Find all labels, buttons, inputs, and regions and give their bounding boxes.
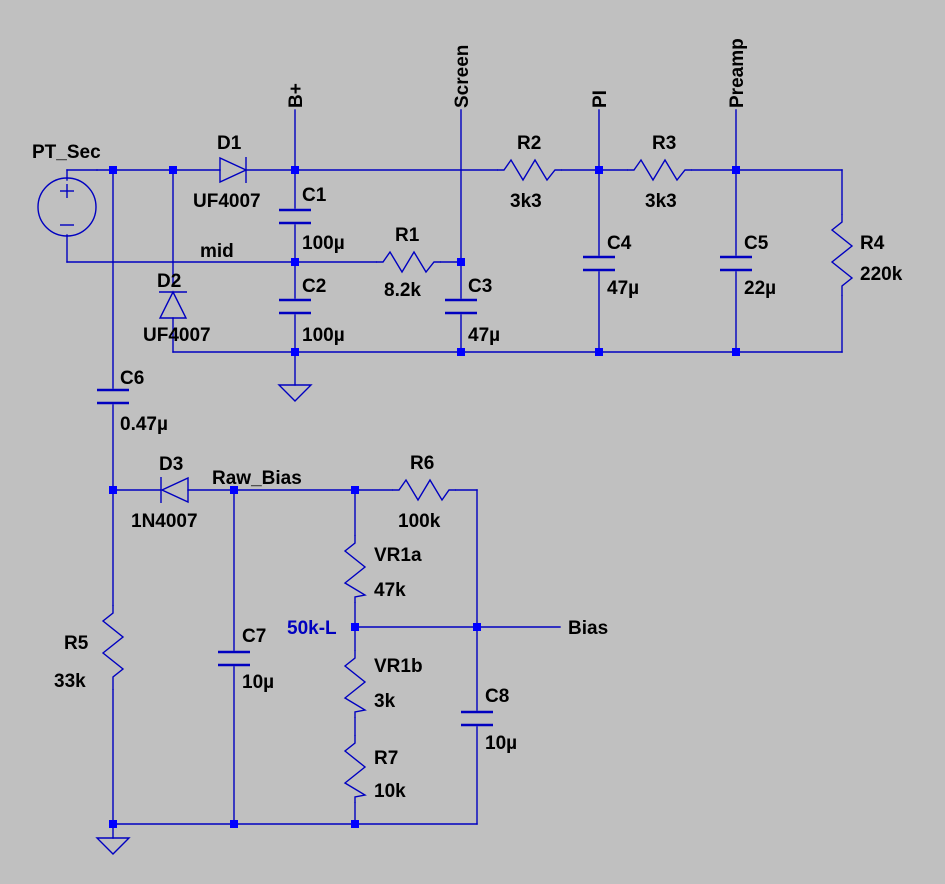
resistor-r5 — [101, 605, 125, 690]
r1-name: R1 — [395, 225, 420, 246]
resistor-r2 — [497, 158, 562, 182]
vr1b-name: VR1b — [374, 656, 423, 677]
r6-name: R6 — [410, 453, 434, 474]
net-label-pi: PI — [590, 90, 611, 108]
diode-d2 — [158, 290, 188, 319]
c1-name: C1 — [302, 185, 327, 206]
r6-value: 100k — [398, 511, 441, 532]
c8-name: C8 — [485, 686, 509, 707]
resistor-r1 — [376, 250, 441, 274]
r3-name: R3 — [652, 133, 676, 154]
d1-value: UF4007 — [193, 191, 261, 212]
r7-value: 10k — [374, 781, 406, 802]
c3-name: C3 — [468, 276, 492, 297]
c7-name: C7 — [242, 626, 266, 647]
resistor-r6 — [392, 478, 456, 502]
resistor-r3 — [627, 158, 692, 182]
c7-value: 10µ — [242, 672, 274, 693]
c3-value: 47µ — [468, 325, 500, 346]
c2-name: C2 — [302, 276, 326, 297]
pot-label: 50k-L — [287, 618, 337, 639]
capacitor-c8 — [461, 710, 493, 727]
net-label-raw-bias: Raw_Bias — [212, 468, 302, 489]
r4-value: 220k — [860, 264, 903, 285]
resistor-vr1a — [343, 535, 367, 603]
net-label-bplus: B+ — [286, 83, 307, 108]
c8-value: 10µ — [485, 733, 517, 754]
c6-value: 0.47µ — [120, 414, 168, 435]
c5-value: 22µ — [744, 278, 776, 299]
wires — [66, 109, 843, 839]
d1-name: D1 — [217, 133, 242, 154]
c1-value: 100µ — [302, 233, 345, 254]
r4-name: R4 — [860, 233, 885, 254]
r1-value: 8.2k — [384, 280, 421, 301]
junctions — [109, 166, 740, 828]
d2-name: D2 — [157, 271, 181, 292]
vr1a-name: VR1a — [374, 545, 422, 566]
c2-value: 100µ — [302, 325, 345, 346]
capacitor-c4 — [583, 255, 615, 272]
diode-d3 — [160, 476, 189, 504]
diode-d1 — [219, 156, 248, 184]
resistor-r4 — [830, 214, 854, 296]
r5-value: 33k — [54, 671, 86, 692]
net-label-screen: Screen — [452, 45, 473, 108]
vr1b-value: 3k — [374, 691, 396, 712]
capacitor-c3 — [445, 298, 477, 315]
capacitor-c7 — [218, 650, 250, 667]
r3-value: 3k3 — [645, 191, 677, 212]
net-label-mid: mid — [200, 241, 234, 262]
vr1a-value: 47k — [374, 580, 406, 601]
d2-value: UF4007 — [143, 325, 211, 346]
c5-name: C5 — [744, 233, 769, 254]
c4-name: C4 — [607, 233, 632, 254]
d3-value: 1N4007 — [131, 511, 198, 532]
c4-value: 47µ — [607, 278, 639, 299]
r2-name: R2 — [517, 133, 541, 154]
d3-name: D3 — [159, 454, 183, 475]
resistor-vr1b — [343, 650, 367, 718]
r7-name: R7 — [374, 748, 398, 769]
r5-name: R5 — [64, 633, 89, 654]
ground-symbol-bottom — [95, 837, 131, 855]
net-label-preamp: Preamp — [727, 38, 748, 108]
capacitor-c5 — [720, 255, 752, 272]
capacitor-c2 — [279, 298, 311, 315]
resistor-r7 — [343, 735, 367, 803]
capacitor-c1 — [279, 208, 311, 225]
voltage-source-pt-sec — [37, 177, 97, 237]
ground-symbol-top — [277, 384, 313, 402]
net-label-bias: Bias — [568, 618, 608, 639]
c6-name: C6 — [120, 368, 144, 389]
capacitor-c6 — [97, 388, 129, 405]
source-name: PT_Sec — [32, 142, 101, 163]
r2-value: 3k3 — [510, 191, 542, 212]
